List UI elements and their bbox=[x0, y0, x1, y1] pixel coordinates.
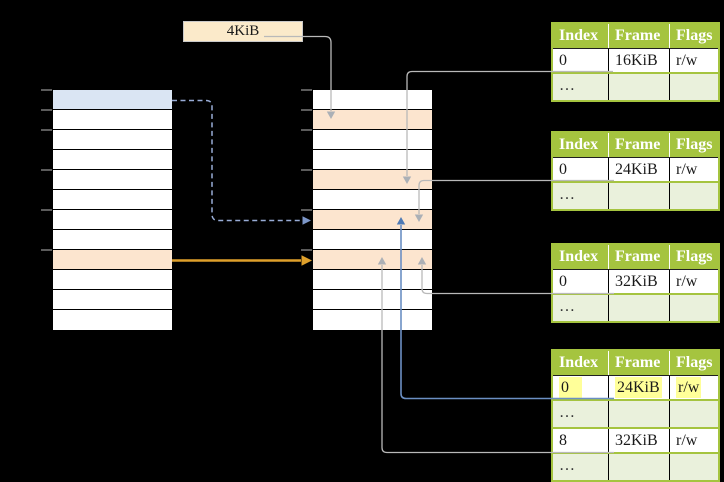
table-cell: 32KiB bbox=[609, 429, 670, 452]
page-column-left bbox=[53, 90, 172, 330]
memory-cell bbox=[313, 90, 432, 110]
memory-cell bbox=[53, 170, 172, 190]
table-cell: 8 bbox=[553, 429, 609, 452]
connector-dashed-page-to-frame bbox=[172, 99, 311, 225]
memory-cell bbox=[313, 250, 432, 270]
page-size-label: 4KiB bbox=[183, 21, 303, 42]
ellipsis-row: … bbox=[553, 399, 718, 427]
memory-cell bbox=[53, 250, 172, 270]
table-cell bbox=[609, 74, 670, 100]
table-cell: r/w bbox=[676, 377, 702, 398]
header-cell: Flags bbox=[676, 27, 713, 44]
memory-cell bbox=[53, 290, 172, 310]
table-cell: 16KiB bbox=[609, 49, 670, 72]
ellipsis-row: … bbox=[553, 293, 718, 321]
header-cell: Flags bbox=[676, 248, 713, 265]
table-cell: 24KiB bbox=[609, 376, 670, 399]
header-cell: Flags bbox=[676, 354, 713, 371]
table-cell: … bbox=[553, 401, 609, 427]
header-cell: Index bbox=[553, 133, 609, 157]
header-cell: Index bbox=[553, 351, 609, 375]
memory-cell bbox=[313, 110, 432, 130]
memory-cell bbox=[313, 210, 432, 230]
memory-cell bbox=[53, 130, 172, 150]
table-cell: 0 bbox=[553, 376, 609, 399]
memory-cell bbox=[53, 190, 172, 210]
header-cell: Index bbox=[553, 24, 609, 48]
table-cell: r/w bbox=[676, 161, 698, 178]
table-cell: r/w bbox=[676, 432, 698, 449]
ellipsis-row: … bbox=[553, 452, 718, 480]
frame-column-middle bbox=[313, 90, 432, 330]
memory-cell bbox=[53, 210, 172, 230]
memory-cell bbox=[313, 150, 432, 170]
table-cell: … bbox=[553, 183, 609, 209]
memory-cell bbox=[313, 290, 432, 310]
memory-cell bbox=[313, 170, 432, 190]
table-cell bbox=[609, 183, 670, 209]
ellipsis-row: … bbox=[553, 181, 718, 209]
table-cell bbox=[670, 74, 718, 100]
table-cell: r/w bbox=[676, 273, 698, 290]
table-cell bbox=[670, 401, 718, 427]
memory-cell bbox=[313, 130, 432, 150]
table-cell: … bbox=[553, 295, 609, 321]
memory-cell bbox=[53, 270, 172, 290]
table-cell: 24KiB bbox=[609, 158, 670, 181]
table-cell: 32KiB bbox=[609, 270, 670, 293]
memory-cell bbox=[53, 230, 172, 250]
ellipsis-row: … bbox=[553, 72, 718, 100]
header-cell: Frame bbox=[609, 245, 670, 269]
table-cell bbox=[609, 454, 670, 480]
table-cell: 0 bbox=[553, 49, 609, 72]
connector-orange-page-to-frame bbox=[172, 255, 312, 266]
memory-cell bbox=[53, 90, 172, 110]
table-cell: r/w bbox=[676, 52, 698, 69]
header-cell: Flags bbox=[676, 136, 713, 153]
header-cell: Frame bbox=[609, 351, 670, 375]
table-cell: 0 bbox=[553, 158, 609, 181]
memory-cell bbox=[53, 310, 172, 330]
table-cell: 0 bbox=[553, 270, 609, 293]
table-cell bbox=[609, 401, 670, 427]
page-size-label-text: 4KiB bbox=[226, 23, 260, 39]
table-cell bbox=[670, 295, 718, 321]
header-cell: Frame bbox=[609, 133, 670, 157]
table-cell: … bbox=[553, 454, 609, 480]
table-cell: … bbox=[553, 74, 609, 100]
memory-cell bbox=[313, 310, 432, 330]
memory-cell bbox=[313, 270, 432, 290]
table-cell bbox=[670, 454, 718, 480]
memory-cell bbox=[53, 110, 172, 130]
header-cell: Index bbox=[553, 245, 609, 269]
table-cell bbox=[670, 183, 718, 209]
header-cell: Frame bbox=[609, 24, 670, 48]
memory-cell bbox=[313, 230, 432, 250]
table-cell bbox=[609, 295, 670, 321]
memory-cell bbox=[53, 150, 172, 170]
memory-cell bbox=[313, 190, 432, 210]
